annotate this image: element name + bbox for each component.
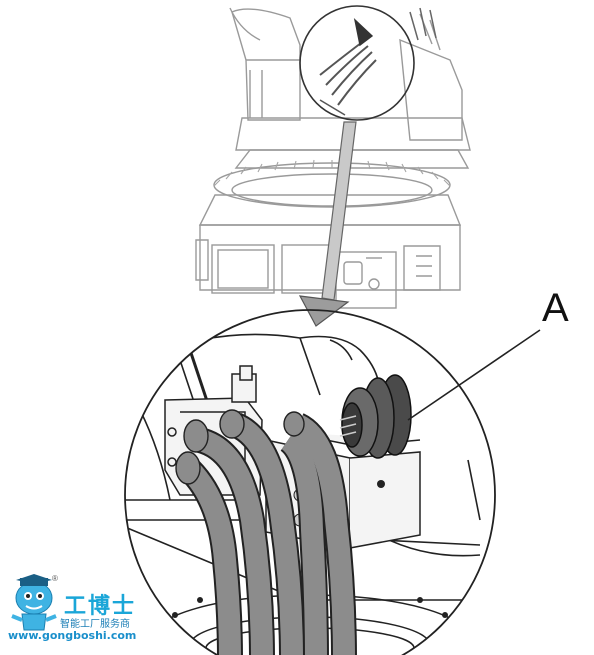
- brand-name: 工博士: [64, 594, 137, 619]
- watermark-brand: ® 工博士 智能工厂服务商 www.gongboshi.com: [4, 574, 174, 644]
- brand-tagline: 智能工厂服务商: [60, 619, 130, 630]
- brand-url: www.gongboshi.com: [8, 629, 137, 642]
- round-connector-a: [339, 374, 412, 459]
- detail-callout-circle-small: [299, 5, 415, 121]
- projection-arrow: [298, 121, 357, 327]
- callout-leader-line: [407, 329, 541, 421]
- registered-mark: ®: [52, 574, 58, 583]
- mascot-logo: [11, 574, 57, 631]
- magnified-detail: [125, 333, 481, 655]
- detail-callout-circle-large: [124, 309, 496, 655]
- callout-label-a: A: [542, 286, 569, 330]
- cable-bundle: [180, 413, 357, 655]
